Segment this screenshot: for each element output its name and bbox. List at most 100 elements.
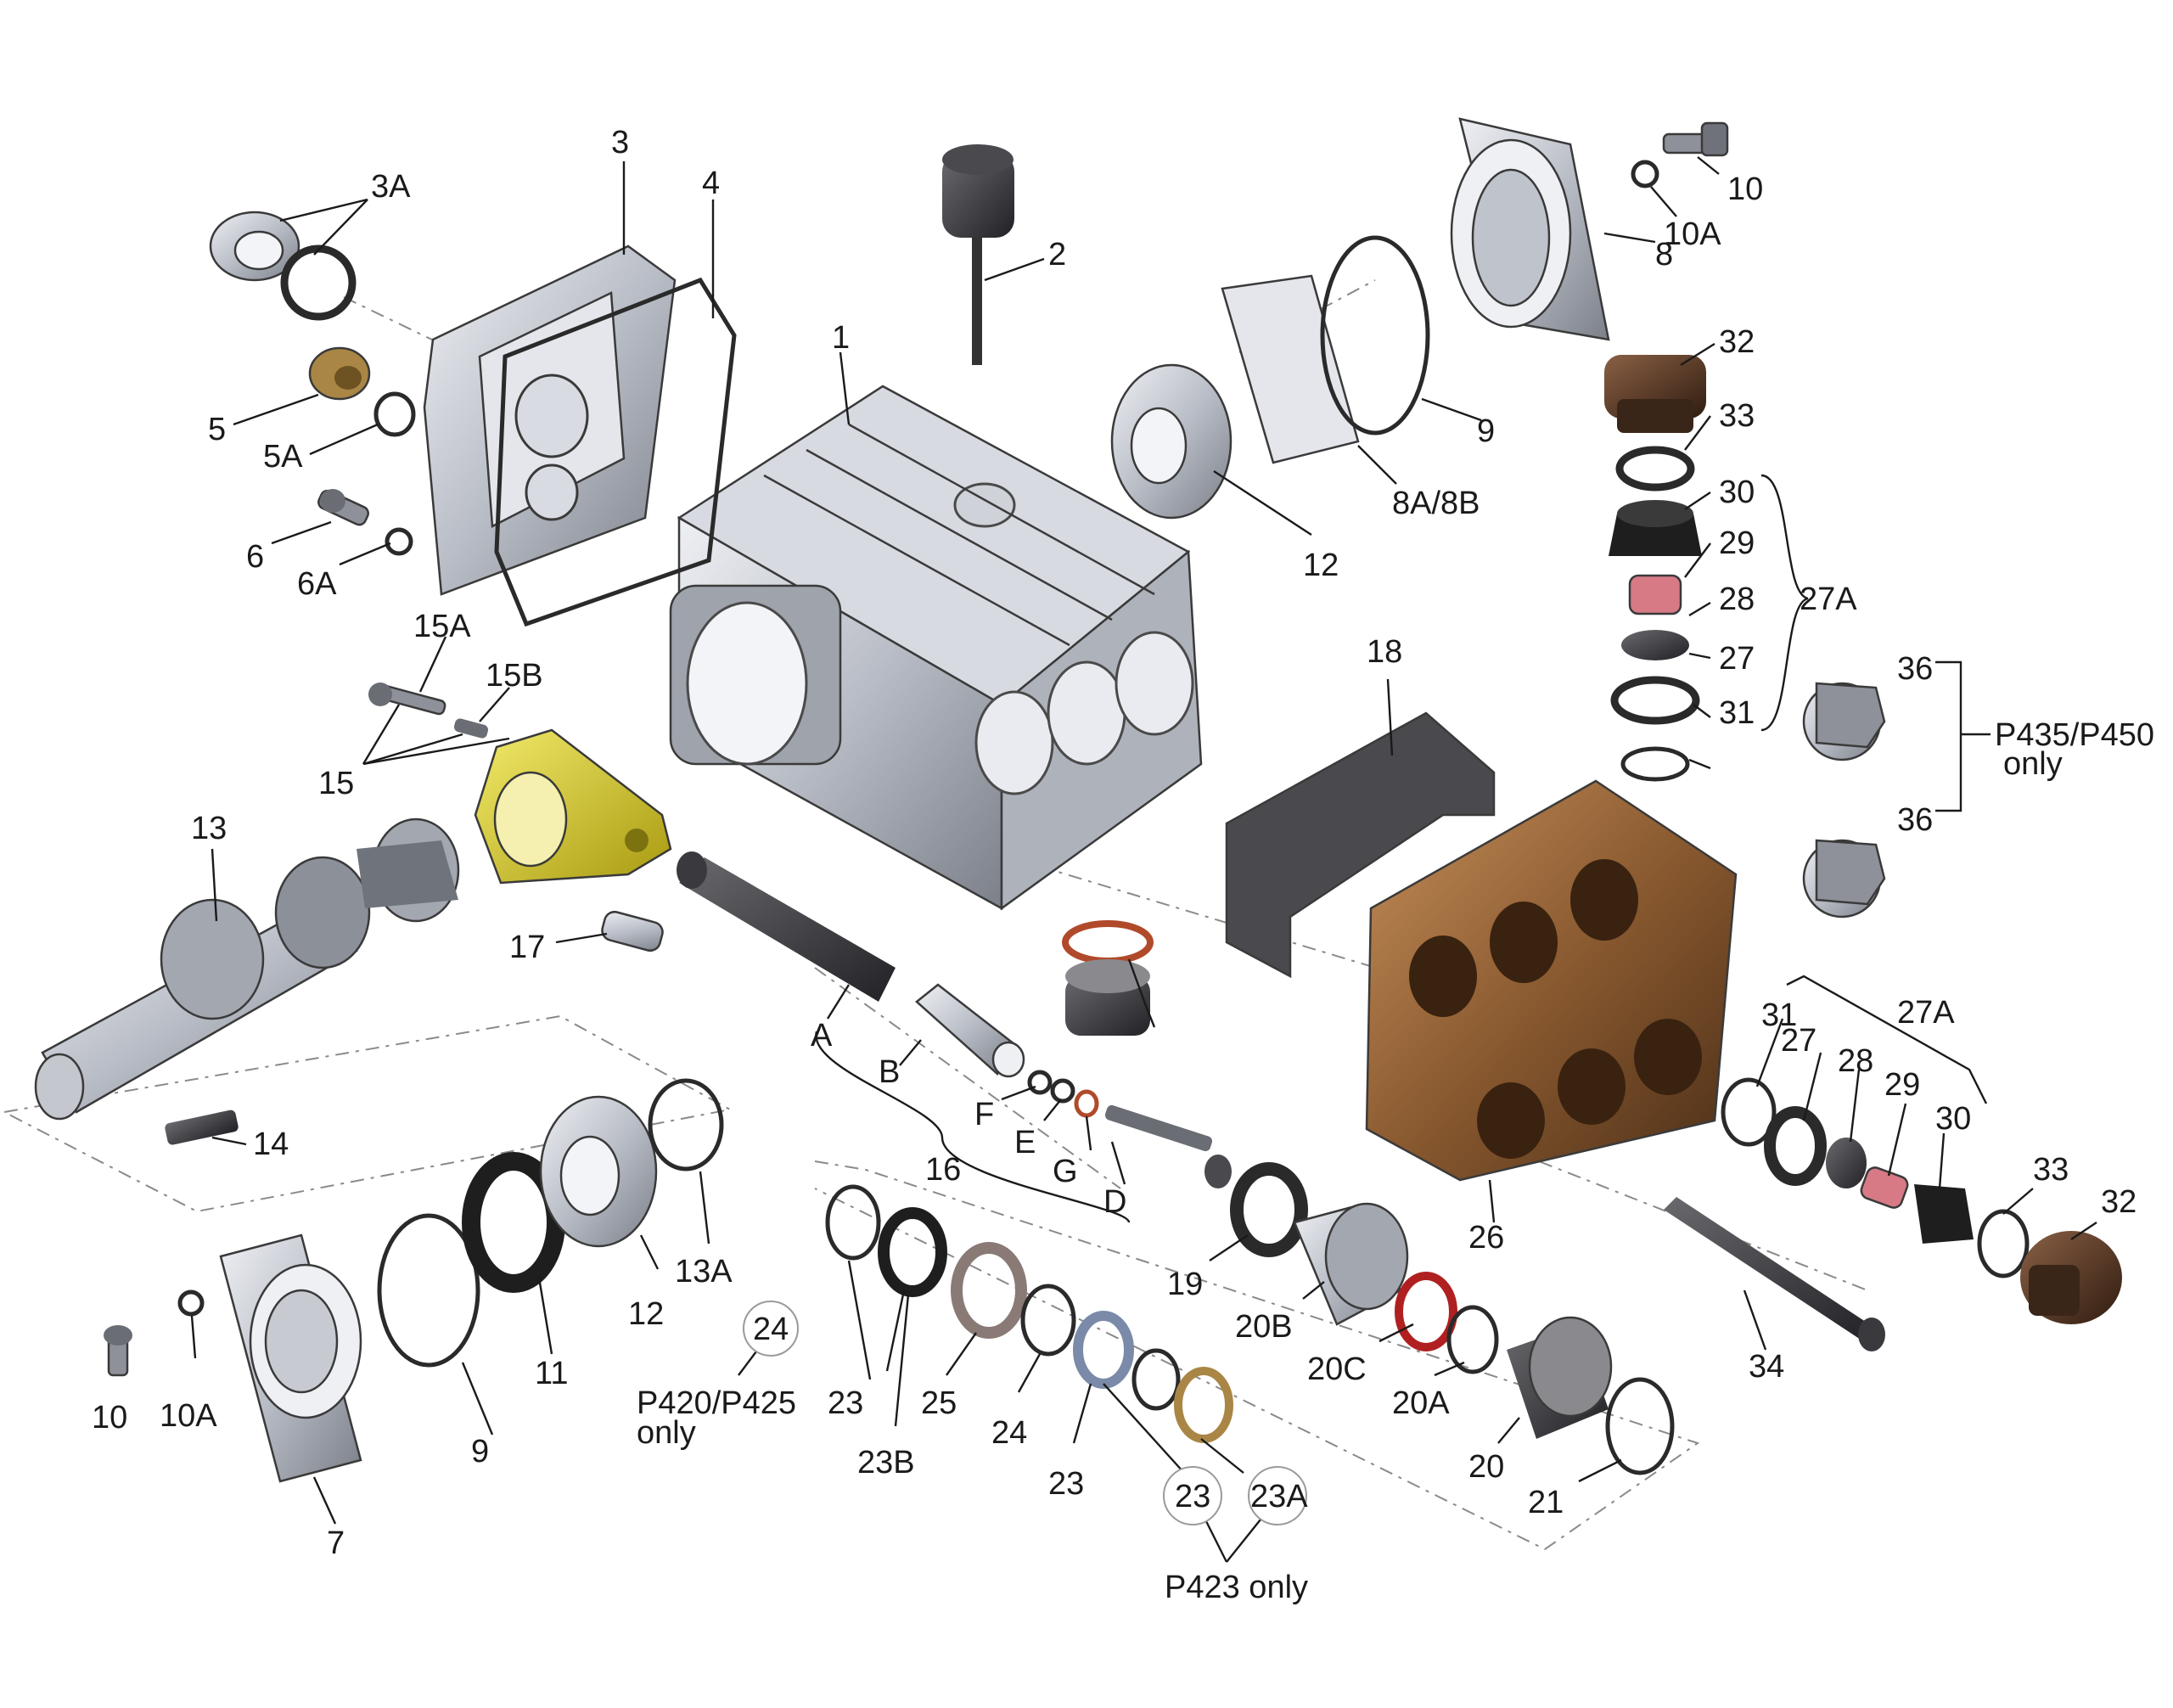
- label-19: 19: [1167, 1267, 1203, 1302]
- o-ring-31-bottom: [1721, 1077, 1777, 1147]
- label-26: 26: [1468, 1220, 1504, 1256]
- part-labels: 1 2 3 3A 4 5 5A 6 6A 7 8 8A/8B 9 9 10 10…: [92, 125, 2137, 1561]
- label-5: 5: [208, 412, 226, 447]
- sleeve-20: [1507, 1316, 1613, 1439]
- bolt-15a: [368, 683, 446, 716]
- valve-seat-27-bottom: [1764, 1106, 1827, 1186]
- label-20a: 20A: [1392, 1385, 1450, 1421]
- o-ring-9-bottom: [377, 1213, 480, 1368]
- note-p435-line2: only: [2003, 746, 2063, 782]
- o-ring-33-bottom: [1977, 1209, 2030, 1278]
- label-18: 18: [1367, 634, 1402, 670]
- label-30-bottom: 30: [1935, 1101, 1971, 1137]
- washer-f: [1027, 1070, 1053, 1095]
- spring-29-top: [1628, 574, 1682, 615]
- label-3: 3: [611, 125, 629, 160]
- label-4: 4: [702, 166, 720, 201]
- label-27a-bottom: 27A: [1897, 995, 1955, 1031]
- o-ring-21: [1605, 1377, 1675, 1475]
- label-34: 34: [1749, 1349, 1784, 1385]
- label-g: G: [1053, 1154, 1078, 1189]
- label-23-b: 23: [1048, 1466, 1084, 1502]
- label-12-top: 12: [1303, 548, 1339, 583]
- circled-tag-23: [1163, 1466, 1222, 1525]
- label-12-bottom: 12: [628, 1296, 664, 1332]
- washer-10a-bottom: [177, 1289, 205, 1317]
- note-p420-line2: only: [637, 1415, 696, 1451]
- label-15a: 15A: [413, 609, 471, 644]
- seal-24-b: [1020, 1284, 1076, 1357]
- seal-25: [951, 1242, 1027, 1339]
- seal-23a: [1174, 1367, 1233, 1443]
- label-13a: 13A: [675, 1254, 733, 1289]
- o-ring-5b-upper: [1062, 920, 1154, 964]
- key-14: [165, 1110, 239, 1145]
- circled-tag-23a: [1248, 1466, 1307, 1525]
- model-notes: P435/P450 only P420/P425 only P423 only: [637, 717, 2154, 1605]
- label-32-bottom: 32: [2101, 1184, 2137, 1220]
- plug-32-top: [1604, 355, 1706, 433]
- rear-cover: [423, 244, 677, 596]
- o-ring-5a: [373, 391, 416, 437]
- bearing-12-bottom: [539, 1095, 658, 1248]
- dipstick-2: [942, 144, 1014, 365]
- label-8a8b: 8A/8B: [1392, 486, 1480, 521]
- label-16: 16: [925, 1152, 961, 1188]
- seal-retainer-5b: [1065, 959, 1150, 1036]
- label-23-a: 23: [828, 1385, 863, 1421]
- label-7: 7: [327, 1525, 345, 1561]
- crankcase-housing: [669, 385, 1203, 911]
- label-29-top: 29: [1719, 525, 1755, 561]
- label-24-a: 24: [753, 1312, 789, 1347]
- label-1: 1: [832, 320, 850, 356]
- bolt-10-top: [1662, 121, 1729, 157]
- label-27-bottom: 27: [1781, 1023, 1816, 1059]
- seal-20c: [1395, 1272, 1457, 1351]
- bracket-18: [1225, 711, 1496, 979]
- label-36-bottom: 36: [1897, 802, 1933, 838]
- label-11: 11: [535, 1356, 568, 1391]
- valve-28-bottom: [1826, 1138, 1867, 1188]
- valve-cage-30-top: [1609, 500, 1702, 556]
- washer-10a-top: [1631, 160, 1659, 188]
- label-10a-top: 10A: [1664, 216, 1721, 252]
- label-29-bottom: 29: [1884, 1067, 1920, 1103]
- plug-36-top: [1802, 682, 1886, 761]
- label-5a: 5A: [263, 439, 303, 475]
- note-p423: P423 only: [1165, 1570, 1308, 1605]
- o-ring-3a: [280, 244, 357, 321]
- label-10-top: 10: [1727, 171, 1763, 207]
- label-e: E: [1014, 1125, 1036, 1160]
- valve-cage-30-bottom: [1914, 1184, 1974, 1244]
- o-ring-g: [1074, 1089, 1099, 1118]
- label-23a: 23A: [1250, 1479, 1308, 1514]
- leader-lines: [190, 156, 2097, 1563]
- label-9-bottom: 9: [471, 1434, 489, 1469]
- label-b: B: [879, 1054, 900, 1090]
- ring-20a: [1446, 1305, 1499, 1374]
- label-27-top: 27: [1719, 641, 1755, 677]
- seal-24-a: [825, 1184, 881, 1261]
- label-23b: 23B: [857, 1445, 915, 1480]
- washer-6a: [385, 527, 413, 556]
- label-24-b: 24: [991, 1415, 1027, 1451]
- label-36-top: 36: [1897, 651, 1933, 687]
- label-8: 8: [1655, 237, 1673, 272]
- bearing-12-top: [1110, 363, 1232, 520]
- label-d: D: [1103, 1184, 1126, 1220]
- manifold-26: [1365, 779, 1738, 1182]
- label-15b: 15B: [486, 658, 543, 694]
- label-2: 2: [1048, 237, 1066, 272]
- label-30-top: 30: [1719, 475, 1755, 510]
- label-a: A: [811, 1018, 833, 1053]
- o-ring-31-top: [1620, 746, 1690, 782]
- note-p435-line1: P435/P450: [1995, 717, 2154, 753]
- bolt-10-bottom: [104, 1325, 132, 1377]
- plunger-bolt-d: [1104, 1104, 1232, 1188]
- connecting-rod-15: [474, 728, 672, 885]
- label-28-top: 28: [1719, 582, 1755, 617]
- sleeve-20b: [1293, 1202, 1409, 1326]
- plunger-sleeve-b: [915, 983, 1025, 1078]
- pin-15b: [453, 718, 489, 739]
- pin-17: [601, 910, 664, 952]
